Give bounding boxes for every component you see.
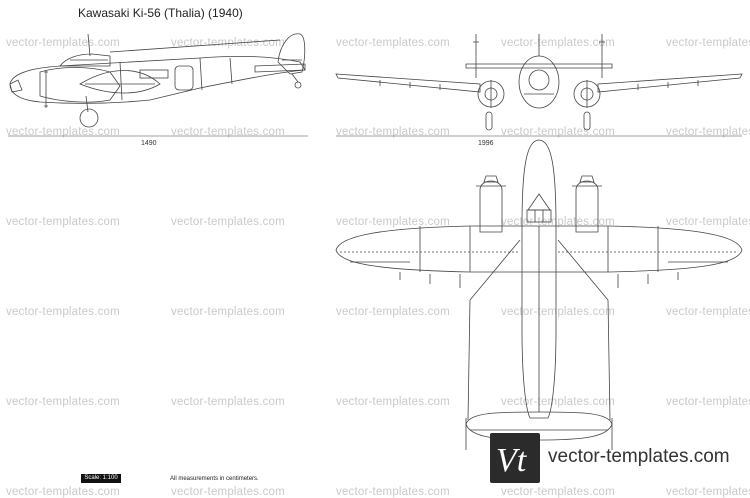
vt-logo-icon: Vt bbox=[496, 442, 528, 479]
vector-templates-logo: Vt bbox=[490, 433, 540, 483]
svg-text:Vt: Vt bbox=[496, 442, 528, 479]
page-title: Kawasaki Ki-56 (Thalia) (1940) bbox=[78, 6, 243, 20]
measurement-note: All measurements in centimeters. bbox=[170, 476, 259, 482]
side-length-label: 1490 bbox=[141, 140, 157, 147]
side-view bbox=[8, 33, 308, 137]
logo-text: vector-templates.com bbox=[548, 446, 730, 467]
top-view bbox=[335, 139, 743, 450]
scale-badge: Scale: 1:100 bbox=[81, 474, 121, 483]
front-view bbox=[335, 34, 743, 137]
front-span-label: 1996 bbox=[478, 140, 494, 147]
